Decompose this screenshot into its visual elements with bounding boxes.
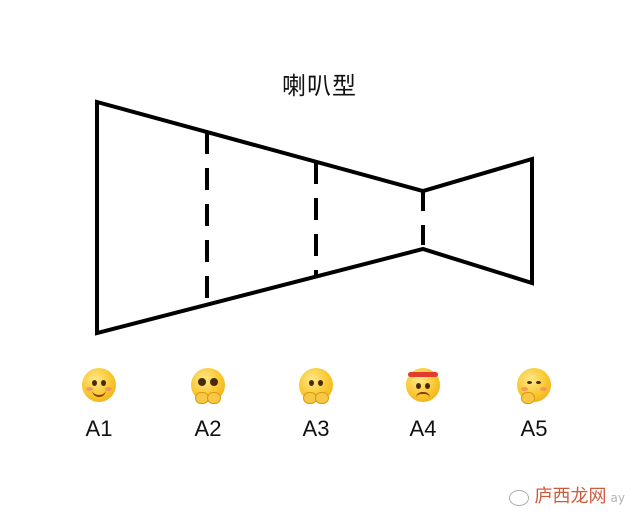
- headband-face-icon: [406, 368, 440, 402]
- watermark-text: 庐西龙网: [534, 486, 607, 507]
- stage-label: A5: [520, 416, 548, 441]
- worried-face-icon: [299, 368, 333, 404]
- stage-a3: A3: [281, 368, 351, 442]
- watermark-sub: ay: [610, 491, 625, 505]
- smiling-face-icon: [82, 368, 116, 402]
- laughing-face-icon: [517, 368, 551, 404]
- wechat-icon: [509, 490, 529, 506]
- stage-label: A2: [194, 416, 222, 441]
- diagram-title: 喇叭型: [282, 72, 357, 100]
- stage-a5: A5: [499, 368, 569, 442]
- stage-label: A4: [409, 416, 437, 441]
- stage-a1: A1: [64, 368, 134, 442]
- stage-a2: A2: [173, 368, 243, 442]
- pleading-face-icon: [191, 368, 225, 404]
- stage-label: A1: [85, 416, 113, 441]
- stage-label: A3: [302, 416, 330, 441]
- stage-a4: A4: [388, 368, 458, 442]
